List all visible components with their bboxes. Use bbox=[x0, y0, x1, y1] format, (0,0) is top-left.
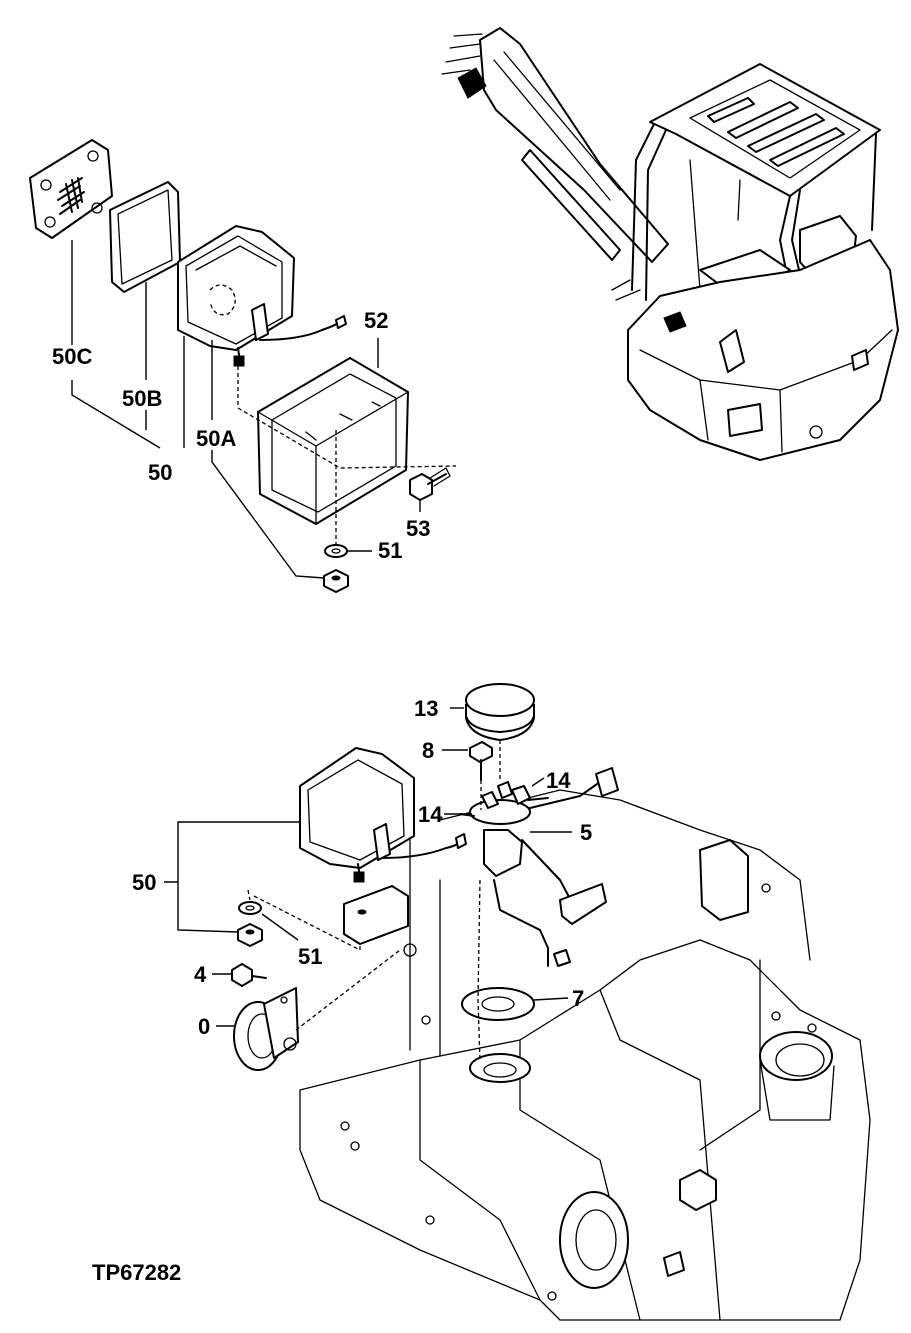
light-bracket bbox=[343, 885, 409, 945]
guard-cover-52 bbox=[257, 357, 409, 525]
fuel-filler-neck bbox=[759, 1031, 835, 1121]
callout-5: 5 bbox=[580, 820, 592, 845]
work-light-exploded-view bbox=[29, 139, 457, 593]
leader-14-top bbox=[531, 777, 545, 787]
callout-50b: 50B bbox=[122, 386, 162, 411]
cap-13 bbox=[465, 683, 535, 741]
screw-8 bbox=[469, 741, 493, 781]
bolt-4 bbox=[231, 963, 267, 987]
canopy-roof bbox=[649, 63, 881, 197]
leader-51-bottom bbox=[261, 913, 299, 941]
excavator-body bbox=[627, 239, 899, 461]
gasket-7 bbox=[461, 987, 535, 1021]
callout-50c: 50C bbox=[52, 344, 92, 369]
leader-50-group bbox=[71, 336, 325, 579]
leader-50-bottom bbox=[164, 821, 300, 933]
tank-sender-port bbox=[469, 1053, 531, 1083]
excavator-overview bbox=[441, 27, 899, 461]
horn-0 bbox=[233, 987, 299, 1071]
work-light-50-mounted bbox=[299, 747, 467, 883]
bolt-53 bbox=[409, 467, 451, 501]
leader-7 bbox=[533, 997, 569, 1001]
callout-14-left: 14 bbox=[418, 802, 443, 827]
boom-light bbox=[457, 67, 487, 99]
lamp-housing-50a bbox=[177, 225, 347, 367]
callout-8: 8 bbox=[422, 738, 434, 763]
callout-52: 52 bbox=[364, 308, 388, 333]
callout-50a: 50A bbox=[196, 426, 236, 451]
callout-0: 0 bbox=[198, 1014, 210, 1039]
callout-7: 7 bbox=[572, 986, 584, 1011]
mounted-assembly-view bbox=[164, 683, 871, 1321]
washer-51-mounted bbox=[238, 901, 262, 915]
assembly-line-light bbox=[247, 889, 401, 1031]
callout-50: 50 bbox=[148, 460, 172, 485]
nut bbox=[323, 569, 349, 593]
callout-4: 4 bbox=[194, 962, 207, 987]
rops-post-front-left bbox=[631, 123, 655, 291]
callout-13: 13 bbox=[414, 696, 438, 721]
nut-mounted bbox=[237, 923, 263, 947]
assembly-line-sender bbox=[477, 740, 501, 1061]
side-port bbox=[559, 1191, 629, 1289]
boom bbox=[479, 27, 669, 263]
callout-53: 53 bbox=[406, 516, 430, 541]
washer-51 bbox=[324, 544, 348, 558]
lens-plate-50c bbox=[29, 139, 113, 239]
callout-51-bottom: 51 bbox=[298, 944, 322, 969]
gasket-50b bbox=[109, 181, 181, 293]
assembly-line-cover bbox=[237, 366, 457, 469]
callout-14-top: 14 bbox=[546, 768, 571, 793]
callout-50-bottom: 50 bbox=[132, 870, 156, 895]
figure-code: TP67282 bbox=[92, 1260, 181, 1285]
fuel-sender-5 bbox=[459, 767, 619, 967]
rear-light bbox=[663, 311, 687, 333]
callout-51: 51 bbox=[378, 538, 402, 563]
